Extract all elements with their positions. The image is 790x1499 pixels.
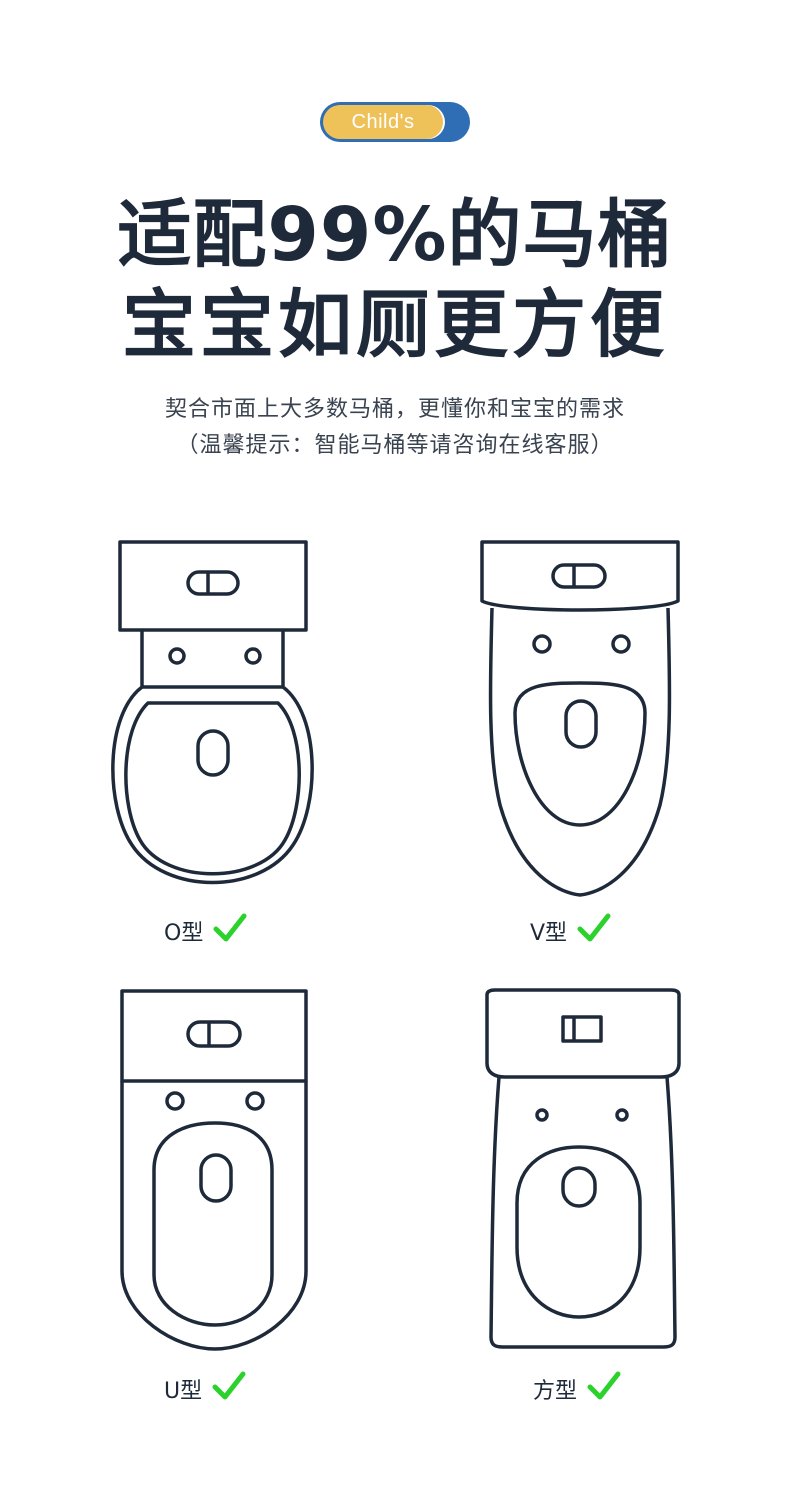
v-type-caption: V型 [530, 912, 611, 950]
o-type-caption: O型 [164, 912, 247, 950]
square-type-toilet-illustration [475, 985, 685, 1355]
check-icon [587, 1370, 621, 1408]
headline-line-2: 宝宝如厕更方便 [122, 282, 668, 368]
subtitle-line-2: （温馨提示：智能马桶等请咨询在线客服） [176, 433, 614, 458]
u-type-toilet-illustration [105, 985, 325, 1355]
check-icon [577, 912, 611, 950]
u-type-label: U型 [164, 1379, 203, 1404]
check-icon [212, 1370, 246, 1408]
square-type-label: 方型 [533, 1379, 578, 1404]
u-type-caption: U型 [164, 1370, 246, 1408]
square-type-caption: 方型 [533, 1370, 621, 1408]
o-type-label: O型 [164, 921, 204, 946]
v-type-toilet-illustration [470, 535, 690, 905]
v-type-label: V型 [530, 921, 568, 946]
badge-label: Child's [323, 105, 443, 139]
o-type-toilet-illustration [100, 535, 330, 905]
check-icon [213, 912, 247, 950]
brand-badge: Child's [320, 102, 470, 142]
headline-line-1: 适配99%的马桶 [117, 192, 673, 278]
subtitle-line-1: 契合市面上大多数马桶，更懂你和宝宝的需求 [164, 397, 625, 422]
